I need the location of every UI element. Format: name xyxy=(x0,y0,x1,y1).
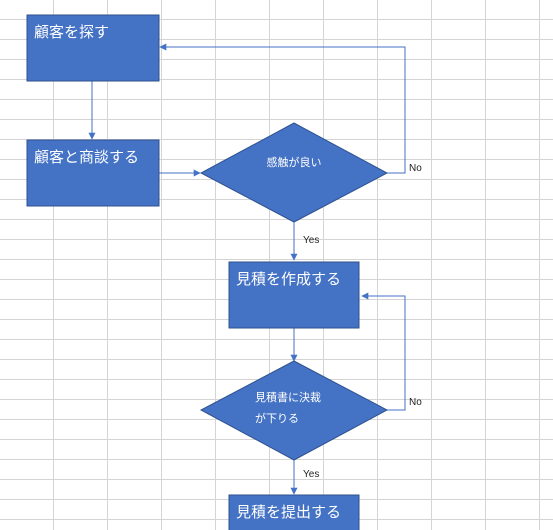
decision-approval-label-line1: 見積書に決裁 xyxy=(255,390,321,404)
edge-label-approval-no: No xyxy=(409,397,422,408)
edge-label-impression-no: No xyxy=(409,163,422,174)
process-submit-estimate-label: 見積を提出する xyxy=(236,503,341,521)
connector-impression-no-loop[interactable] xyxy=(159,43,406,174)
decision-good-impression-label: 感触が良い xyxy=(267,155,322,169)
process-find-customer-label: 顧客を探す xyxy=(34,23,109,41)
edge-label-impression-yes: Yes xyxy=(303,235,319,246)
decision-good-impression[interactable]: 感触が良い xyxy=(199,122,389,223)
edge-label-approval-yes: Yes xyxy=(303,469,319,480)
decision-approval-label-line2: が下りる xyxy=(255,411,299,425)
process-create-estimate-label: 見積を作成する xyxy=(236,270,341,288)
process-find-customer[interactable]: 顧客を探す xyxy=(26,14,160,82)
decision-approval[interactable]: 見積書に決裁 が下りる xyxy=(199,360,389,461)
process-negotiate-label: 顧客と商談する xyxy=(34,148,139,166)
process-negotiate[interactable]: 顧客と商談する xyxy=(26,139,160,207)
process-submit-estimate[interactable]: 見積を提出する xyxy=(228,494,360,530)
connector-approval-no-loop[interactable] xyxy=(361,292,406,411)
process-create-estimate[interactable]: 見積を作成する xyxy=(228,261,360,329)
